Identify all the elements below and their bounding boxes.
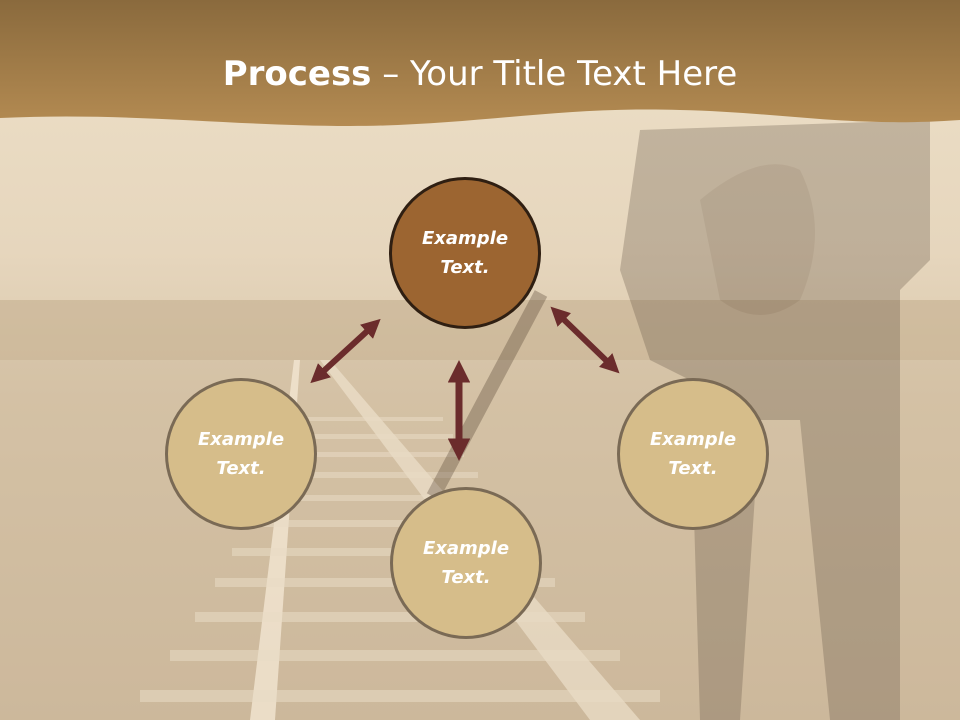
title-rest: – Your Title Text Here	[371, 54, 738, 94]
arrow-center-left	[310, 318, 381, 384]
slide-title: Process – Your Title Text Here	[0, 52, 960, 96]
left-circle[interactable]: Example Text.	[165, 378, 317, 530]
center-circle-text: Example Text.	[421, 228, 509, 278]
right-circle-text: Example Text.	[649, 429, 737, 479]
title-bold: Process	[222, 54, 372, 94]
bottom-circle-text: Example Text.	[422, 538, 510, 588]
right-circle[interactable]: Example Text.	[617, 378, 769, 530]
header-banner	[0, 0, 960, 126]
left-circle-text: Example Text.	[197, 429, 285, 479]
bottom-circle[interactable]: Example Text.	[390, 487, 542, 639]
arrow-center-right	[550, 306, 620, 374]
center-circle[interactable]: Example Text.	[389, 177, 541, 329]
